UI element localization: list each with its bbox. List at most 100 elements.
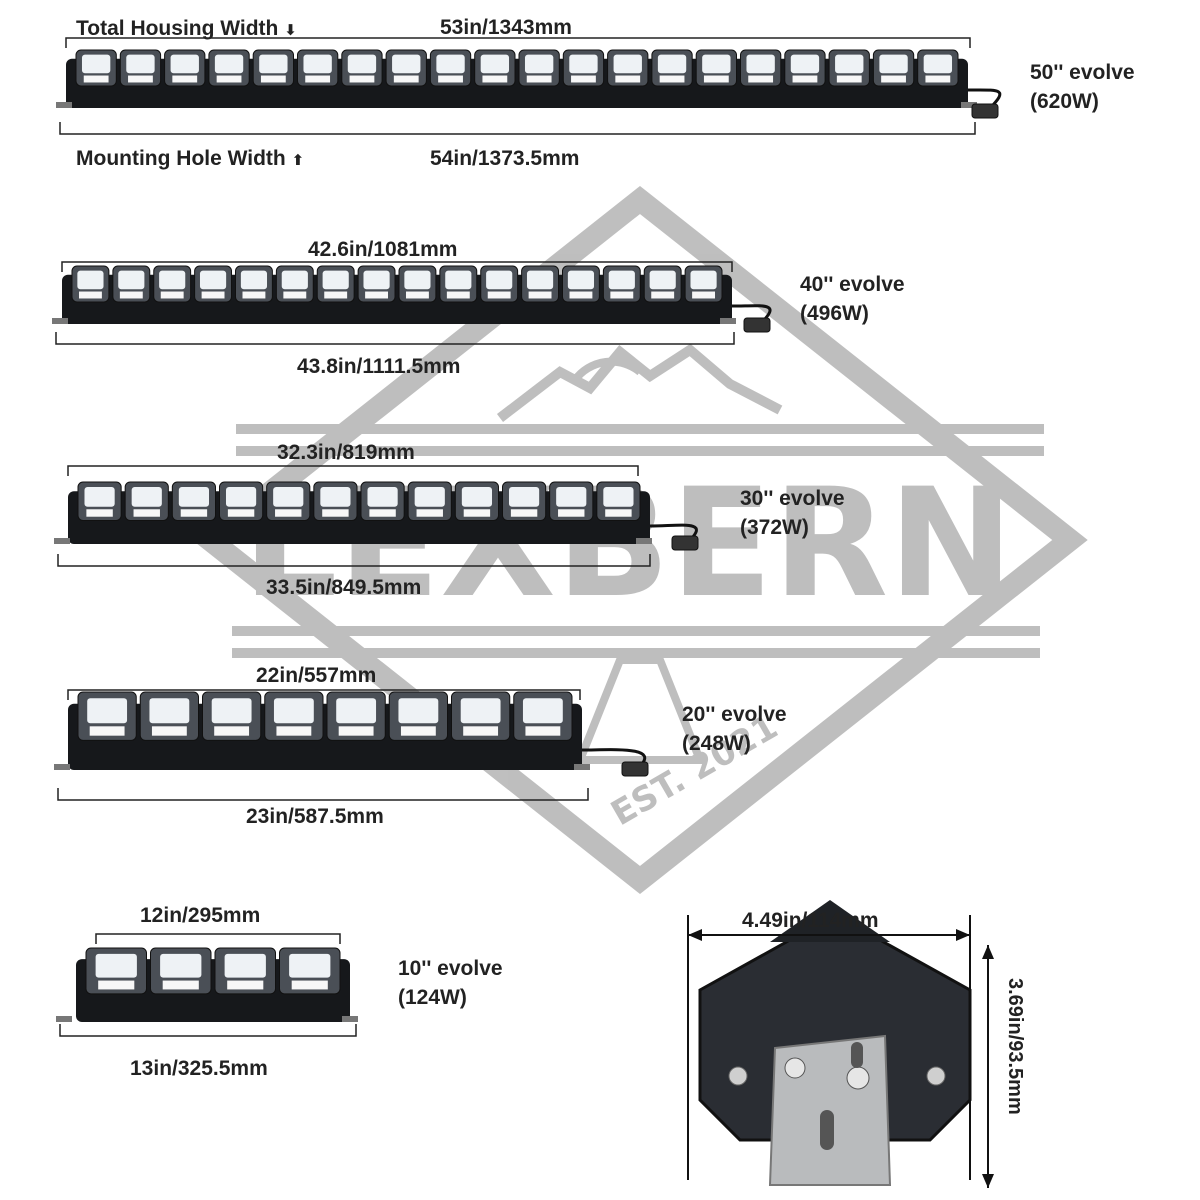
mounting-bracket xyxy=(768,1034,892,1186)
mounting-bracket-line xyxy=(57,554,651,567)
led-lens xyxy=(199,270,227,290)
power-cable xyxy=(581,748,647,768)
mounting-width-label: Mounting Hole Width ⬆ xyxy=(76,148,304,169)
led-lens xyxy=(322,270,349,290)
led-strip xyxy=(528,291,552,299)
cable-connector xyxy=(621,761,649,777)
led-strip xyxy=(482,75,508,83)
mounting-foot xyxy=(54,538,70,544)
mounting-foot xyxy=(636,538,652,544)
mounting-foot xyxy=(574,764,590,770)
led-strip xyxy=(438,75,463,83)
power-cable xyxy=(649,523,698,542)
led-lens xyxy=(392,54,421,74)
led-lens xyxy=(347,54,377,74)
led-strip xyxy=(605,509,632,517)
led-lens xyxy=(690,270,717,290)
led-strip xyxy=(78,291,102,299)
mounting-bracket-line xyxy=(57,788,589,801)
led-lens xyxy=(436,54,465,74)
bar-10-mounting-dimension: 13in/325.5mm xyxy=(130,1057,268,1080)
led-strip xyxy=(365,291,389,299)
led-lens xyxy=(273,698,314,724)
led-lens xyxy=(240,270,268,290)
housing-bracket-line xyxy=(65,37,971,48)
led-strip xyxy=(83,75,109,83)
sun-icon xyxy=(571,357,643,383)
led-strip xyxy=(283,291,307,299)
led-lens xyxy=(460,698,501,724)
cable-connector xyxy=(743,317,771,333)
led-strip xyxy=(692,291,716,299)
bar-10-model-label: 10'' evolve (124W) xyxy=(398,957,503,1010)
end-view-height-dimension: 3.69in/93.5mm xyxy=(1004,978,1026,1115)
led-lens xyxy=(289,953,331,978)
power-cable xyxy=(967,88,1002,110)
led-strip xyxy=(305,75,331,83)
watermark-line xyxy=(236,446,1044,456)
led-lens xyxy=(879,54,908,74)
led-strip xyxy=(569,291,593,299)
led-lens xyxy=(84,486,115,507)
led-lens xyxy=(87,698,128,724)
led-strip xyxy=(571,75,596,83)
road-icon xyxy=(574,656,706,764)
led-lens xyxy=(746,54,775,74)
led-lens xyxy=(790,54,820,74)
led-strip xyxy=(180,509,208,517)
up-arrow-icon: ⬆ xyxy=(291,152,305,169)
led-strip xyxy=(525,726,561,736)
arrowhead-icon xyxy=(688,929,702,941)
led-lens xyxy=(522,698,563,724)
bar-40-housing-dimension: 42.6in/1081mm xyxy=(308,238,458,261)
led-lens xyxy=(608,270,635,290)
down-arrow-icon: ⬇ xyxy=(284,22,297,39)
led-strip xyxy=(214,726,250,736)
mounting-bracket-line xyxy=(55,332,735,345)
watermark-line xyxy=(232,626,1040,636)
bar-20-model-label: 20'' evolve (248W) xyxy=(682,703,787,756)
led-strip xyxy=(393,75,419,83)
bar-20-housing-dimension: 22in/557mm xyxy=(256,664,377,687)
led-lens xyxy=(81,54,111,74)
bar-10-housing-dimension: 12in/295mm xyxy=(140,904,261,927)
mounting-foot xyxy=(52,318,68,324)
led-strip xyxy=(216,75,242,83)
led-strip xyxy=(463,726,499,736)
led-strip xyxy=(510,509,538,517)
led-strip xyxy=(227,980,264,990)
mounting-bracket-line xyxy=(59,1024,357,1037)
led-lens xyxy=(702,54,731,74)
mounting-bracket-line xyxy=(59,122,976,135)
bar-20-mounting-dimension: 23in/587.5mm xyxy=(246,805,384,828)
led-lens xyxy=(214,54,244,74)
led-strip xyxy=(89,726,125,736)
led-lens xyxy=(159,270,186,290)
led-lens xyxy=(649,270,676,290)
led-strip xyxy=(172,75,198,83)
led-strip xyxy=(260,75,286,83)
bar-40-mounting-dimension: 43.8in/1111.5mm xyxy=(297,355,461,378)
led-lens xyxy=(414,486,445,507)
led-lens xyxy=(178,486,210,507)
led-strip xyxy=(405,291,429,299)
led-strip xyxy=(119,291,143,299)
led-lens xyxy=(149,698,190,724)
bar-30-mounting-dimension: 33.5in/849.5mm xyxy=(266,576,422,599)
housing-bracket-line xyxy=(67,465,639,476)
mounting-foot xyxy=(56,102,72,108)
led-strip xyxy=(651,291,675,299)
housing-width-text: Total Housing Width xyxy=(76,17,279,40)
led-lens xyxy=(211,698,252,724)
bar-50-model-label: 50'' evolve (620W) xyxy=(1030,61,1135,114)
led-strip xyxy=(369,509,396,517)
led-lens xyxy=(445,270,472,290)
led-strip xyxy=(275,509,302,517)
led-strip xyxy=(133,509,160,517)
mountain-icon xyxy=(496,343,783,422)
led-strip xyxy=(242,291,266,299)
led-lens xyxy=(835,54,864,74)
led-strip xyxy=(201,291,225,299)
led-strip xyxy=(162,980,199,990)
